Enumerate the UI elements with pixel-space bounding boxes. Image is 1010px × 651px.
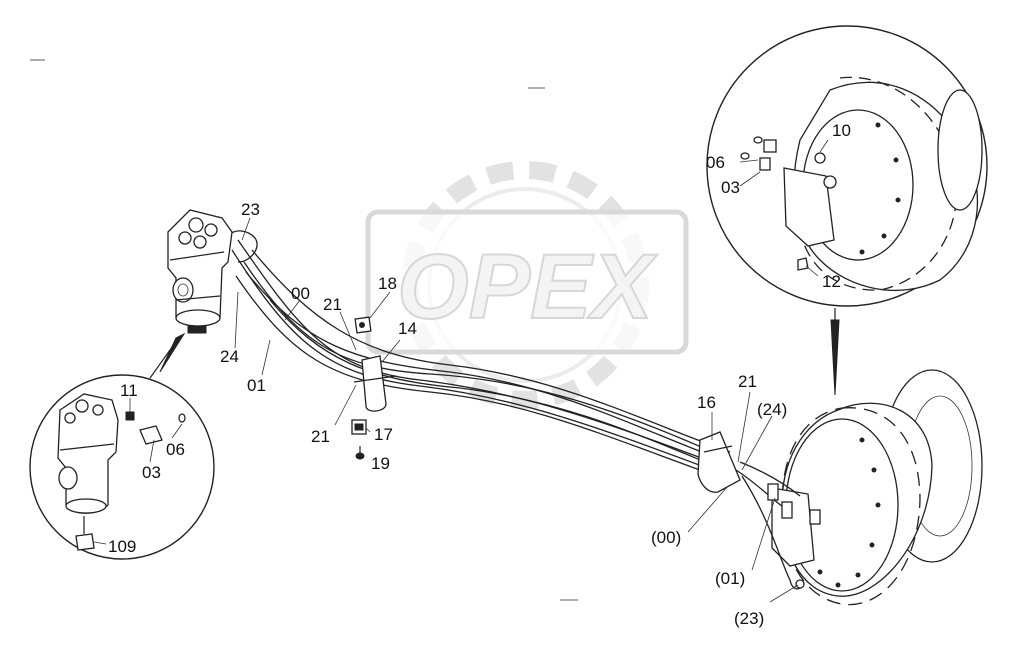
label-00: 00 <box>291 284 310 303</box>
label-03-left: 03 <box>142 463 161 482</box>
detail-callout-right <box>706 25 988 396</box>
label-14: 14 <box>398 319 417 338</box>
watermark-text: OPEX <box>397 236 657 338</box>
label-06-left: 06 <box>166 440 185 459</box>
center-joint <box>167 209 233 334</box>
label-109: 109 <box>108 537 136 556</box>
label-03-right: 03 <box>721 178 740 197</box>
label-23-top: 23 <box>241 200 260 219</box>
center-joint-fitting <box>187 325 207 334</box>
label-01-paren: (01) <box>715 569 745 588</box>
label-23-paren: (23) <box>734 609 764 628</box>
label-17: 17 <box>374 425 393 444</box>
label-18: 18 <box>378 274 397 293</box>
label-11: 11 <box>120 381 138 400</box>
label-16: 16 <box>697 393 716 412</box>
clamp-16 <box>697 431 741 493</box>
label-01: 01 <box>247 376 266 395</box>
detail-callout-left <box>29 332 215 560</box>
hose-bundle <box>227 230 731 479</box>
part-labels: 23 00 21 18 14 24 01 21 17 19 16 21 (24)… <box>108 121 851 628</box>
label-21-b: 21 <box>311 427 330 446</box>
label-19: 19 <box>371 454 390 473</box>
label-24: 24 <box>220 347 239 366</box>
label-21-c: 21 <box>738 372 757 391</box>
watermark: OPEX <box>365 161 689 409</box>
clamp-assembly <box>351 316 397 460</box>
label-21-a: 21 <box>323 295 342 314</box>
label-00-paren: (00) <box>651 528 681 547</box>
label-10: 10 <box>832 121 851 140</box>
leader-lines <box>93 139 829 603</box>
label-06-right: 06 <box>706 153 725 172</box>
label-12: 12 <box>822 272 841 291</box>
travel-motor-lower <box>735 369 983 606</box>
label-24-paren: (24) <box>757 400 787 419</box>
